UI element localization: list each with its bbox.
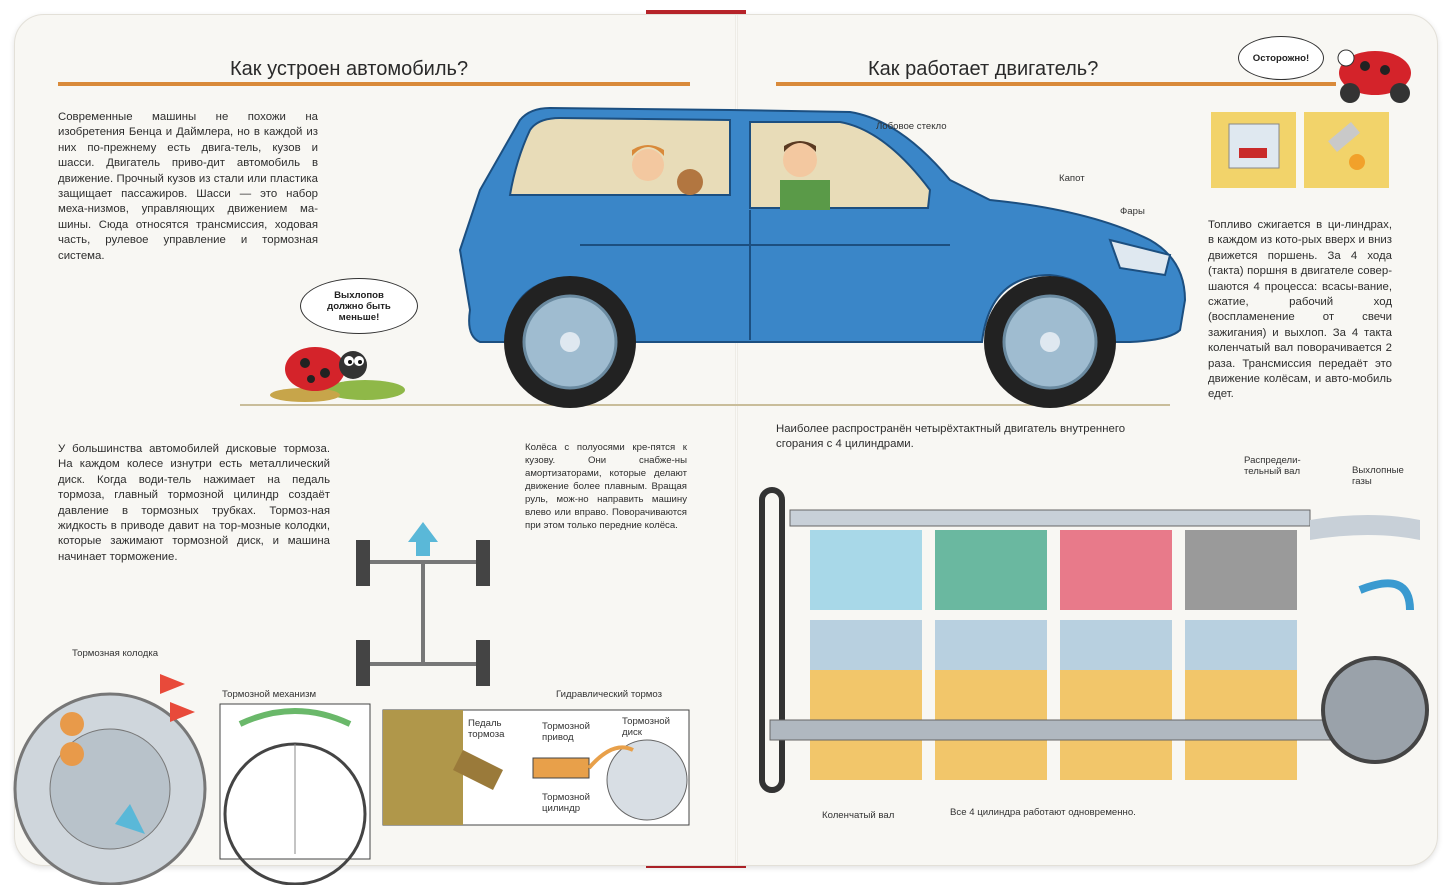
right-title-rule (776, 82, 1336, 86)
brake-disc-label: Тормозной диск (622, 716, 670, 738)
left-title-rule (58, 82, 690, 86)
camshaft-label: Распредели-тельный вал (1244, 455, 1301, 477)
engine-diagram (759, 487, 1429, 793)
crankshaft-label: Коленчатый вал (822, 810, 895, 821)
pedal-label: Педаль тормоза (468, 718, 505, 740)
spark-plug-illustration (1211, 112, 1389, 188)
engine-caption: Наиболее распространён четырёхтактный дв… (776, 423, 1126, 451)
chassis-diagram (356, 522, 490, 686)
ladybug-speech-bubble: Выхлопов должно быть меньше! (300, 278, 418, 334)
fuel-paragraph: Топливо сжигается в ци-линдрах, в каждом… (1208, 219, 1392, 401)
headlights-label: Фары (1120, 206, 1145, 217)
cylinders-note: Все 4 цилиндра работают одновременно. (950, 807, 1136, 818)
hydraulic-brake-label: Гидравлический тормоз (556, 689, 663, 700)
windshield-label: Лобовое стекло (876, 121, 947, 132)
brake-cylinder-label: Тормозной цилиндр (542, 792, 590, 814)
car-illustration (458, 106, 1187, 408)
left-page-title: Как устроен автомобиль? (230, 58, 469, 80)
hydraulic-brake-illustration (382, 709, 690, 826)
bicycle-brake-illustration (219, 703, 371, 885)
ladybug-illustration (270, 347, 405, 402)
exhaust-label: Выхлопные газы (1352, 465, 1404, 487)
brake-disc-illustration (13, 674, 207, 885)
hood-label: Капот (1059, 173, 1085, 184)
right-page-title: Как работает двигатель? (868, 58, 1099, 80)
wheels-paragraph: Колёса с полуосями кре-пятся к кузову. О… (525, 442, 687, 531)
caution-speech-bubble: Осторожно! (1238, 36, 1324, 80)
brake-drive-label: Тормозной привод (542, 721, 590, 743)
brake-pad-label: Тормозная колодка (72, 648, 159, 659)
page-gutter (735, 15, 738, 865)
road-line (240, 404, 1170, 406)
intro-paragraph: Современные машины не похожи на изобрете… (58, 111, 318, 262)
brake-mechanism-label: Тормозной механизм (222, 689, 317, 700)
brakes-paragraph: У большинства автомобилей дисковые тормо… (58, 443, 330, 563)
ladybug-car-icon (1337, 49, 1411, 103)
